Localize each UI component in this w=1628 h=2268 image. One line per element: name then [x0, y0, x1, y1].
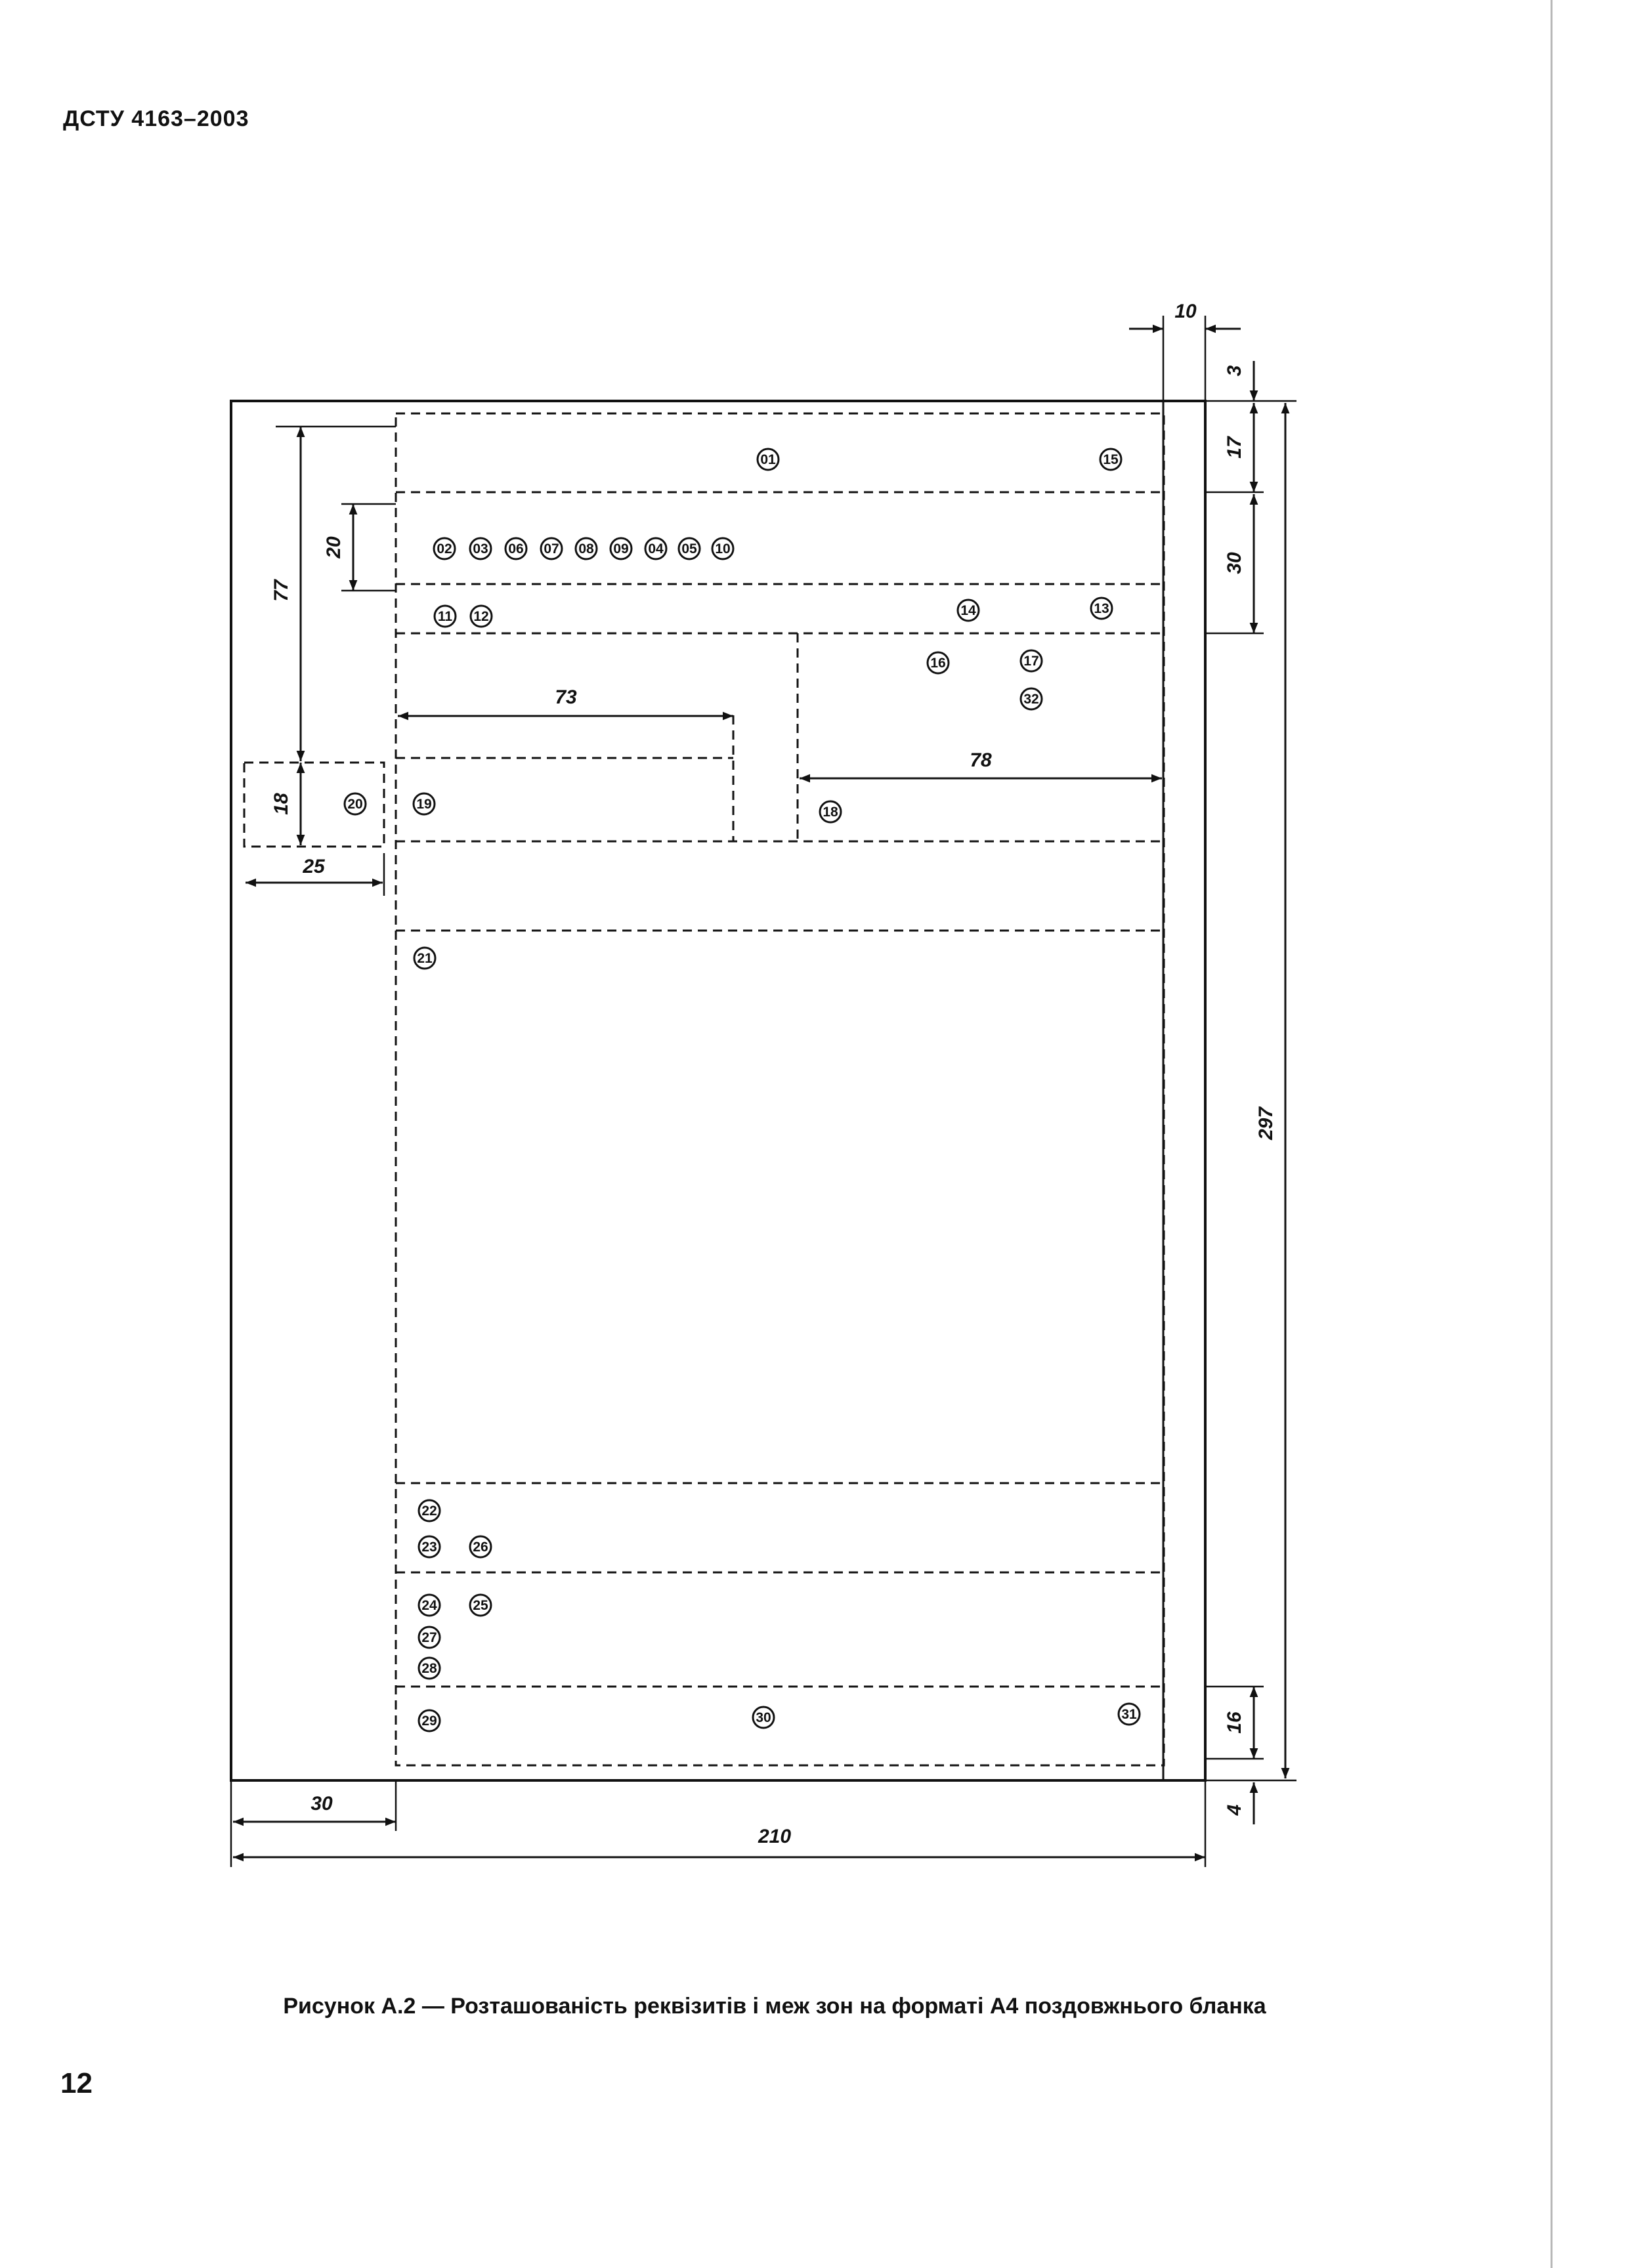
- marker-12: 12: [469, 604, 493, 628]
- marker-21: 21: [413, 946, 437, 970]
- marker-28-label: 28: [421, 1661, 437, 1676]
- dim-label-17: 17: [1224, 436, 1245, 459]
- marker-30: 30: [752, 1706, 775, 1729]
- marker-28: 28: [418, 1656, 441, 1680]
- dim-label-25: 25: [302, 856, 326, 877]
- marker-29: 29: [418, 1709, 441, 1732]
- marker-02: 02: [433, 537, 456, 560]
- dim-label-73: 73: [555, 686, 577, 708]
- marker-07: 07: [540, 537, 563, 560]
- marker-30-label: 30: [756, 1710, 771, 1725]
- marker-13: 13: [1090, 597, 1113, 620]
- dim-label-16: 16: [1224, 1712, 1245, 1734]
- dim-label-4: 4: [1224, 1804, 1245, 1816]
- dim-label-30-right: 30: [1224, 552, 1245, 574]
- marker-27: 27: [418, 1626, 441, 1649]
- marker-18-label: 18: [823, 805, 838, 820]
- marker-15-label: 15: [1103, 452, 1119, 467]
- figure-caption: Рисунок А.2 — Розташованість реквізитів …: [283, 1994, 1266, 2019]
- marker-16-label: 16: [930, 656, 945, 671]
- marker-10-label: 10: [715, 541, 730, 556]
- marker-10: 10: [711, 537, 735, 560]
- marker-03-label: 03: [473, 541, 488, 556]
- dim-label-77: 77: [270, 579, 292, 602]
- marker-19-label: 19: [416, 797, 431, 812]
- marker-06-label: 06: [508, 541, 523, 556]
- marker-02-label: 02: [437, 541, 452, 556]
- main-zone-outline: [395, 412, 1165, 1767]
- marker-31: 31: [1117, 1702, 1141, 1726]
- dim-label-210: 210: [758, 1826, 791, 1847]
- marker-06: 06: [504, 537, 528, 560]
- marker-04: 04: [644, 537, 668, 560]
- marker-15: 15: [1099, 448, 1123, 471]
- marker-23: 23: [418, 1535, 441, 1559]
- marker-03: 03: [469, 537, 492, 560]
- marker-21-label: 21: [417, 951, 433, 966]
- marker-05-label: 05: [681, 541, 697, 556]
- marker-29-label: 29: [421, 1713, 437, 1729]
- dim-label-78: 78: [970, 749, 992, 771]
- marker-14-label: 14: [960, 603, 976, 618]
- dim-label-30-bottom: 30: [311, 1793, 333, 1815]
- marker-22: 22: [418, 1499, 441, 1522]
- marker-18: 18: [819, 800, 842, 824]
- dim-label-3: 3: [1224, 365, 1245, 376]
- marker-05: 05: [677, 537, 701, 560]
- sheet-outline: [230, 400, 1207, 1782]
- marker-20-label: 20: [347, 797, 362, 812]
- marker-25: 25: [469, 1593, 492, 1617]
- marker-16: 16: [926, 651, 950, 675]
- marker-01: 01: [756, 448, 780, 471]
- marker-08: 08: [574, 537, 598, 560]
- marker-24-label: 24: [421, 1598, 437, 1613]
- marker-09-label: 09: [613, 541, 628, 556]
- dim-label-297: 297: [1255, 1106, 1277, 1141]
- marker-12-label: 12: [473, 609, 488, 624]
- marker-24: 24: [418, 1593, 441, 1617]
- marker-32: 32: [1019, 687, 1043, 711]
- document-code: ДСТУ 4163–2003: [63, 106, 249, 131]
- marker-08-label: 08: [578, 541, 594, 556]
- requisite-markers: 01 15 02 03 06 07 08 09 04 05 10 11 12 1…: [343, 448, 1141, 1732]
- marker-04-label: 04: [648, 541, 664, 556]
- marker-07-label: 07: [544, 541, 559, 556]
- marker-26: 26: [469, 1535, 492, 1559]
- marker-22-label: 22: [421, 1503, 437, 1519]
- marker-13-label: 13: [1094, 601, 1109, 616]
- marker-01-label: 01: [760, 452, 776, 467]
- marker-32-label: 32: [1023, 692, 1039, 707]
- marker-11: 11: [433, 604, 457, 628]
- small-zone-20: [243, 761, 385, 848]
- marker-25-label: 25: [473, 1598, 488, 1613]
- marker-14: 14: [956, 598, 980, 622]
- marker-23-label: 23: [421, 1540, 437, 1555]
- scan-edge-line: [1551, 0, 1553, 2268]
- dim-label-10: 10: [1174, 301, 1197, 322]
- marker-27-label: 27: [421, 1630, 437, 1645]
- marker-11-label: 11: [438, 609, 453, 624]
- marker-19: 19: [412, 792, 436, 816]
- marker-17: 17: [1019, 649, 1043, 673]
- dim-label-20: 20: [323, 536, 345, 559]
- marker-20: 20: [343, 792, 367, 816]
- marker-26-label: 26: [473, 1540, 488, 1555]
- marker-09: 09: [609, 537, 633, 560]
- dim-label-18: 18: [270, 793, 292, 815]
- marker-17-label: 17: [1023, 654, 1039, 669]
- marker-31-label: 31: [1121, 1707, 1137, 1722]
- page-number: 12: [60, 2067, 93, 2099]
